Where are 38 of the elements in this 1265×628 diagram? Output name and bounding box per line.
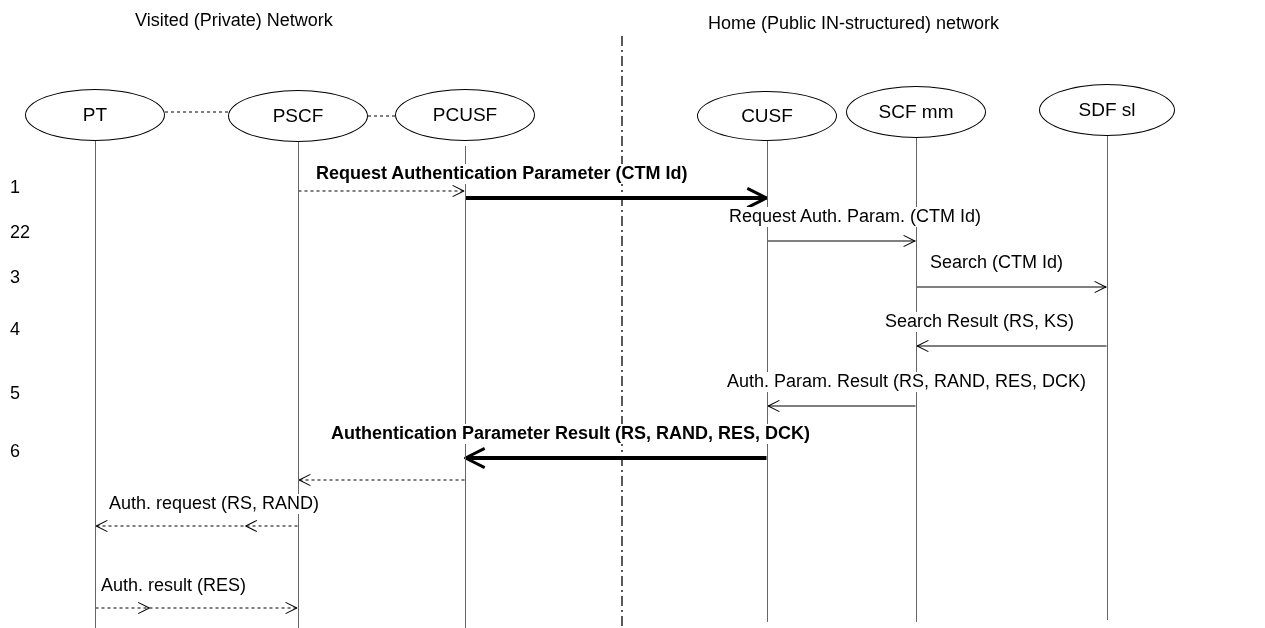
object-name: PSCF (272, 105, 324, 127)
step-number: 3 (10, 267, 20, 288)
arrow (464, 446, 767, 470)
object-name: CUSF (741, 105, 793, 127)
object-name: SCF mm (878, 101, 954, 123)
step-number: 1 (10, 177, 20, 198)
arrow (297, 184, 466, 198)
edge-label: Search (CTM Id) (929, 253, 1065, 273)
step-number: 5 (10, 383, 20, 404)
object-name: SDF sl (1078, 99, 1136, 121)
arrow (297, 473, 466, 487)
edge-label: Search Result (RS, KS) (884, 312, 1076, 332)
step-number: 6 (10, 441, 20, 462)
edge-label: Auth. result (RES) (100, 576, 248, 596)
step-number: 4 (10, 319, 20, 340)
lifeline (766, 141, 768, 622)
lifeline (94, 141, 96, 628)
step-number: 22 (10, 222, 31, 243)
lifeline (464, 146, 466, 628)
arrow (766, 234, 917, 248)
arrow (766, 399, 917, 413)
edge-label: Request Authentication Parameter (CTM Id) (315, 164, 689, 184)
arrow (94, 602, 299, 614)
object-name: PCUSF (432, 104, 498, 126)
object-name: PT (82, 104, 108, 126)
lifeline (915, 138, 917, 622)
lifeline (1106, 136, 1108, 620)
arrow (94, 520, 299, 532)
lifeline (297, 142, 299, 628)
edge-label: Auth. request (RS, RAND) (108, 494, 321, 514)
arrow (915, 339, 1108, 353)
network-heading: Home (Public IN-structured) network (708, 13, 1000, 34)
arrow (465, 186, 768, 210)
edge-label: Request Auth. Param. (CTM Id) (728, 207, 983, 227)
arrow (915, 280, 1108, 294)
edge-label: Auth. Param. Result (RS, RAND, RES, DCK) (726, 372, 1088, 392)
network-heading: Visited (Private) Network (135, 10, 333, 31)
edge-label: Authentication Parameter Result (RS, RAND, RES, DCK) (330, 424, 812, 444)
